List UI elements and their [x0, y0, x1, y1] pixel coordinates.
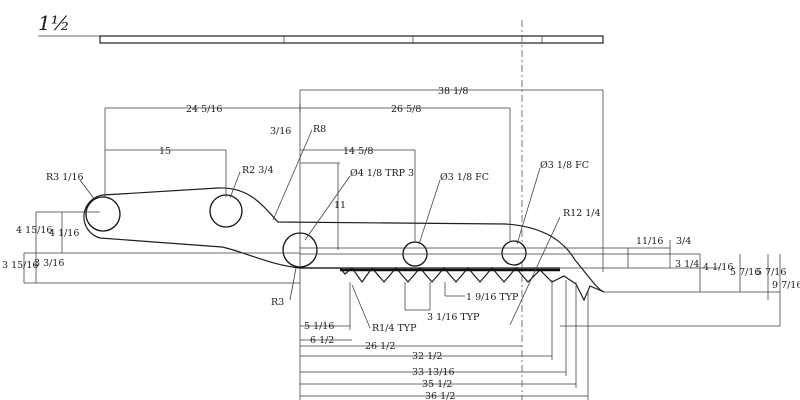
dim-hole-4-1-8: Ø4 1/8 TRP 3: [350, 168, 414, 179]
dim-3-15-16: 3 15/16: [2, 260, 38, 271]
dim-4-15-16: 4 15/16: [16, 225, 52, 236]
dim-hole-3-1-8-right: Ø3 1/8 FC: [540, 160, 589, 171]
arm-outline: [102, 187, 605, 293]
dim-32-1-2: 32 1/2: [412, 351, 442, 362]
dim-3-16: 3/16: [270, 126, 291, 137]
thickness-label: 1½: [38, 11, 70, 35]
dim-5-7-16-b: 5 7/16: [756, 267, 786, 278]
hole-r2: [209, 194, 243, 228]
dimension-labels: 38 1/8 24 5/16 26 5/8 3/16 R8 15 R2 3/4 …: [2, 86, 800, 400]
dim-26-1-2: 26 1/2: [365, 341, 395, 352]
dim-r3-1-16: R3 1/16: [46, 172, 84, 183]
edge-view-plate: [99, 35, 604, 44]
dim-3-1-4: 3 1/4: [675, 259, 699, 270]
dim-14-5-8: 14 5/8: [343, 146, 373, 157]
dim-6-1-2: 6 1/2: [310, 335, 334, 346]
hole-left: [85, 196, 121, 232]
dim-38-1-8: 38 1/8: [438, 86, 468, 97]
dim-24-5-16: 24 5/16: [186, 104, 222, 115]
dim-33-13-16: 33 13/16: [412, 367, 455, 378]
dim-r1-4-typ: R1/4 TYP: [372, 323, 417, 334]
dim-26-5-8: 26 5/8: [391, 104, 421, 115]
dim-r3: R3: [271, 297, 284, 308]
dimension-lines: [23, 89, 781, 400]
dim-5-1-16: 5 1/16: [304, 321, 334, 332]
dim-3-4: 3/4: [676, 236, 691, 247]
holes: [85, 194, 527, 268]
dim-11: 11: [334, 200, 346, 211]
dim-15: 15: [159, 146, 171, 157]
dim-1-9-16-typ: 1 9/16 TYP: [466, 292, 519, 303]
dim-35-1-2: 35 1/2: [422, 379, 452, 390]
dim-r8: R8: [313, 124, 326, 135]
left-lobe: [83, 194, 560, 269]
dim-11-16: 11/16: [636, 236, 663, 247]
dim-hole-3-1-8-mid: Ø3 1/8 FC: [440, 172, 489, 183]
dim-r12-1-4: R12 1/4: [563, 208, 601, 219]
tooth-profile: [300, 267, 605, 302]
dim-3-3-16: 3 3/16: [34, 258, 64, 269]
edge-view: 1½: [38, 11, 604, 44]
dim-36-1-2: 36 1/2: [425, 391, 455, 400]
dim-4-1-16-left: 4 1/16: [49, 228, 79, 239]
part-outline: [83, 187, 605, 302]
hole-right: [501, 240, 527, 266]
dim-3-1-16-typ: 3 1/16 TYP: [427, 312, 480, 323]
dim-r2-3-4: R2 3/4: [242, 165, 274, 176]
dim-5-7-16-a: 5 7/16: [730, 267, 760, 278]
dim-9-7-16: 9 7/16: [772, 280, 800, 291]
dim-4-1-16-right: 4 1/16: [703, 262, 733, 273]
